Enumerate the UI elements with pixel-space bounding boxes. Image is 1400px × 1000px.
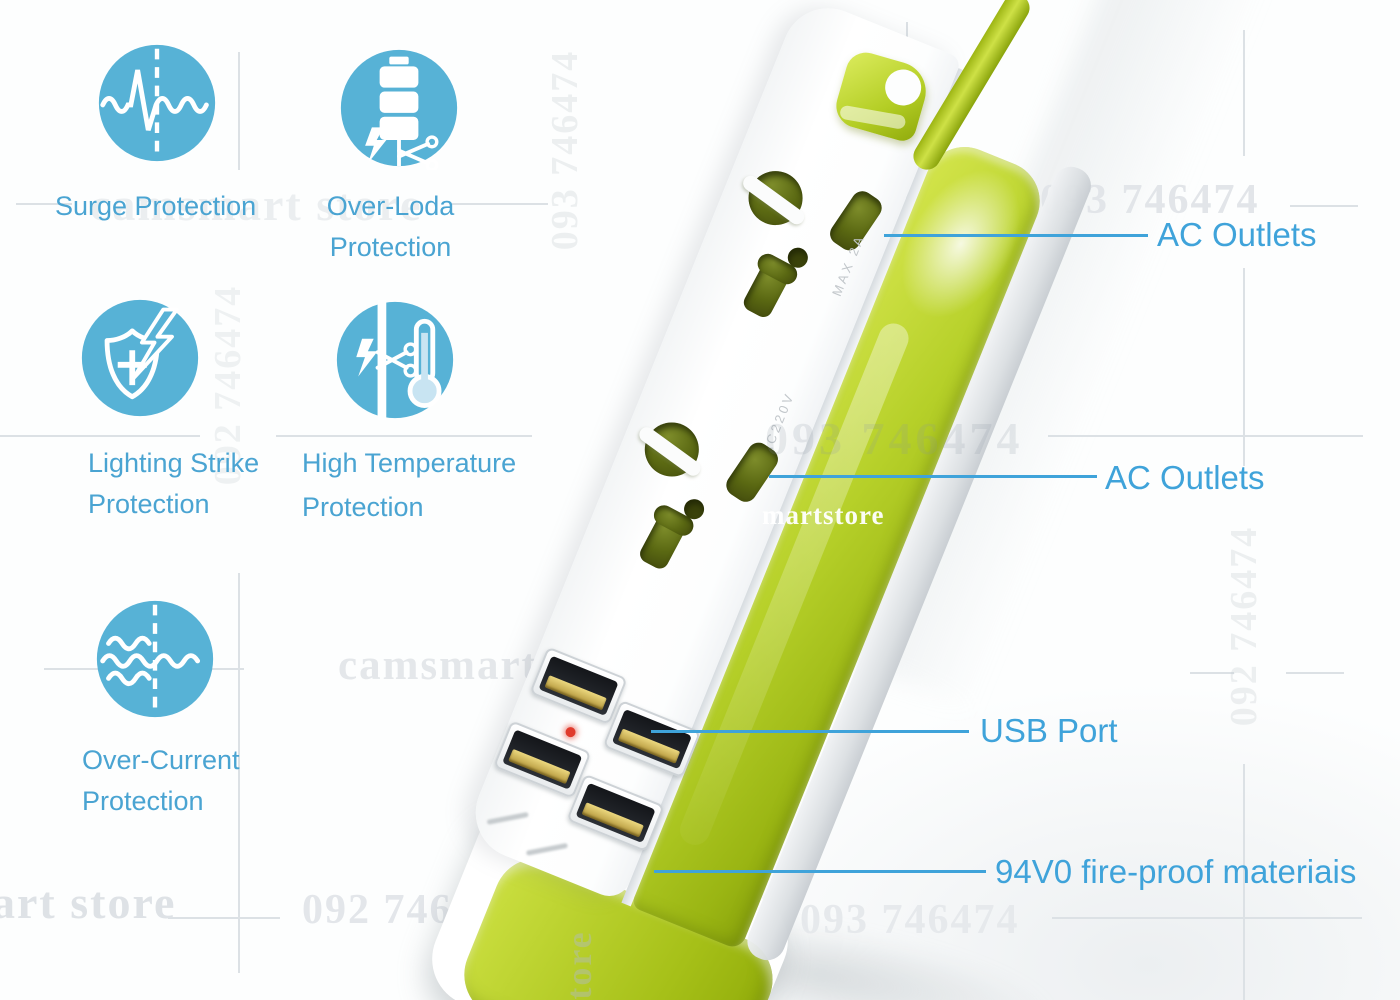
grid-line — [452, 203, 548, 205]
grid-line — [238, 52, 240, 170]
grid-line — [1243, 30, 1245, 156]
grid-line — [238, 573, 240, 973]
feature-line: Over-Loda — [326, 191, 455, 221]
feature-line: Protection — [88, 489, 210, 519]
watermark-number: 092 746474 — [1223, 525, 1265, 727]
feature-line: Protection — [329, 232, 452, 262]
grid-line — [168, 917, 280, 919]
callout-usb-port: USB Port — [980, 712, 1118, 749]
feature-label-hightemp: High Temperature Protection — [302, 443, 516, 528]
feature-label-overcurrent: Over-Current Protection — [82, 740, 240, 822]
callout-ac-outlets-2: AC Outlets — [1105, 459, 1265, 496]
grid-line — [16, 203, 72, 205]
callout-line-usb-port — [651, 730, 969, 733]
feature-label-surge: Surge Protection — [55, 186, 256, 227]
grid-line — [1290, 205, 1358, 207]
watermark-number: 093 746474 — [765, 413, 1024, 464]
feature-line: Over-Current — [82, 745, 240, 775]
grid-line — [1286, 672, 1344, 674]
grid-line — [1048, 435, 1363, 437]
grid-line — [1190, 672, 1234, 674]
outlet-slot — [740, 256, 794, 321]
outlet-slot — [636, 508, 690, 572]
watermark-store: tore — [559, 930, 599, 1000]
grid-line — [1243, 268, 1245, 466]
watermark-store: art store — [0, 877, 177, 928]
feature-label-overload: Over-Loda Protection — [318, 186, 463, 268]
watermark-store: camsmart store — [90, 179, 423, 230]
feature-line: Protection — [302, 492, 424, 522]
callout-line-ac-outlets-2 — [769, 475, 1097, 478]
callout-line-fireproof — [654, 870, 986, 873]
overcurrent-protection-icon — [96, 600, 214, 718]
watermark-number: 093 746474 — [800, 897, 1020, 943]
grid-line — [276, 435, 532, 437]
callout-fireproof: 94V0 fire-proof materiais — [995, 853, 1357, 890]
lightning-strike-protection-icon — [81, 299, 199, 417]
watermark-store-white: martstore — [762, 500, 885, 530]
feature-line: Protection — [82, 786, 204, 816]
callout-ac-outlets-1: AC Outlets — [1157, 216, 1317, 253]
overload-protection-icon — [340, 49, 458, 170]
feature-line: Lighting Strike — [88, 448, 260, 478]
feature-line: High Temperature — [302, 448, 517, 478]
feature-label-lightning: Lighting Strike Protection — [88, 443, 259, 525]
high-temperature-protection-icon — [336, 299, 454, 421]
grid-line — [1052, 917, 1362, 919]
feature-line: Surge Protection — [55, 191, 257, 221]
grid-line — [0, 435, 200, 437]
callout-line-ac-outlets-1 — [884, 234, 1148, 237]
watermark-number: 093 746474 — [544, 49, 586, 251]
surge-protection-icon — [98, 44, 216, 162]
